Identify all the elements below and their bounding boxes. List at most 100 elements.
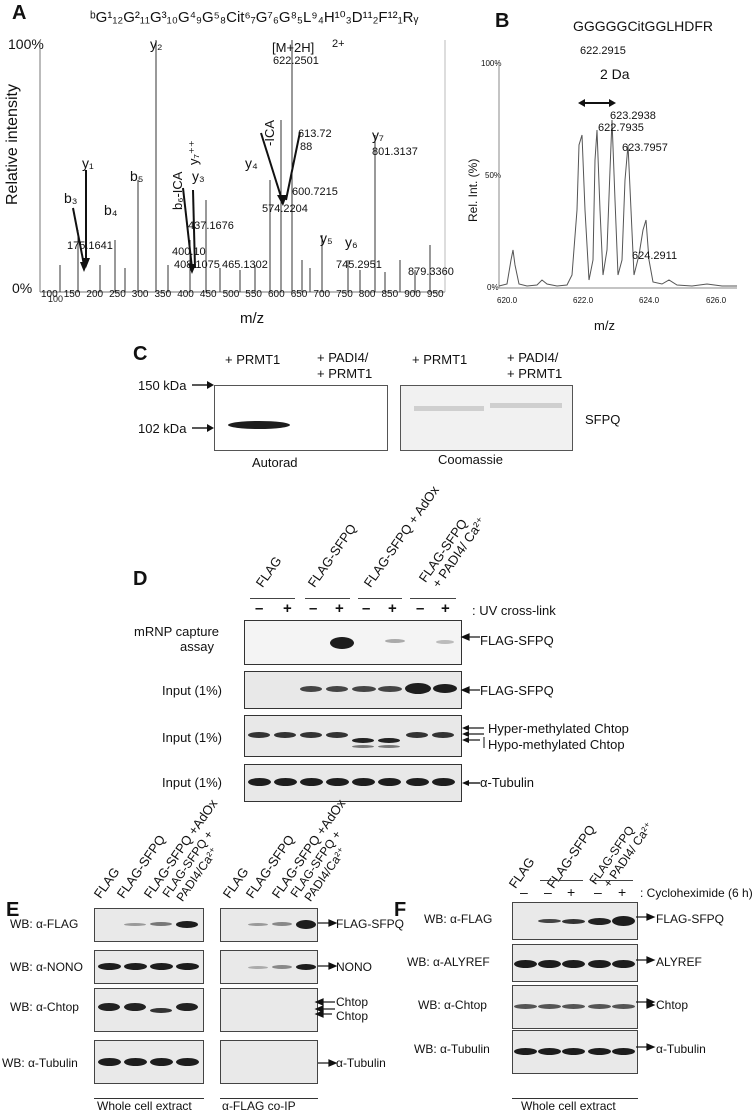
ann-y4: y₄: [245, 155, 258, 171]
e-band-wce-chtop-1: [124, 1003, 146, 1011]
f-treat: : Cycloheximide (6 h): [640, 886, 753, 900]
e-band-wce-nono-3: [176, 963, 199, 970]
peak-b-0: 622.2915: [580, 45, 626, 57]
d-row4-right: α-Tubulin: [480, 775, 534, 790]
f-sign-0: –: [520, 884, 528, 900]
d-band-mrnp-3: [436, 640, 454, 644]
ann-y6: y₆: [345, 234, 358, 250]
f-band-alyref-3: [588, 960, 611, 968]
ann-mh: [M+2H]: [272, 40, 315, 55]
d-chtop-hyper-1: [274, 732, 296, 738]
d-row1-right: FLAG-SFPQ: [480, 633, 554, 648]
y-axis-label-a: Relative intensity: [4, 84, 21, 205]
ann-437: 437.1676: [188, 220, 234, 232]
peak-b-3: 623.7957: [622, 142, 668, 154]
f-band-tub-2: [562, 1048, 585, 1055]
ms-spectrum-a: 100: [39, 40, 446, 304]
e-row4: WB: α-Tubulin: [2, 1056, 78, 1070]
d-chtop-hypo-5: [378, 738, 400, 743]
d-band-input1-b: [326, 686, 348, 692]
e-whole-line: [94, 1098, 204, 1099]
ann-745: 745.2951: [336, 259, 382, 271]
d-sign-0: –: [255, 600, 264, 617]
ann-ica: -ICA: [262, 120, 277, 146]
d-arrow-tub: [462, 780, 480, 786]
ann-600: 600.7215: [292, 186, 338, 198]
f-band-chtop-2: [562, 1004, 585, 1009]
d-row4-left: Input (1%): [162, 775, 222, 790]
e-band-wce-flag-1: [150, 922, 172, 926]
e-band-wce-tub-0: [98, 1058, 121, 1066]
f-band-flag-2: [588, 917, 611, 925]
f-band-tub-3: [588, 1048, 611, 1055]
xtick-b-3: 626.0: [706, 296, 727, 305]
y-top-label-a: 100%: [8, 36, 44, 52]
d-tubulin-band-2: [300, 778, 323, 786]
x-tick-a-16: 900: [404, 289, 421, 300]
x-axis-label-a: m/z: [240, 310, 265, 327]
e-band-ip-flag-0: [248, 922, 268, 926]
x-tick-a-7: 450: [199, 289, 217, 300]
x-tick-a-1: 150: [63, 289, 81, 300]
d-sign-6: –: [416, 600, 425, 617]
d-band-input1-a: [300, 686, 322, 692]
x-tick-a-9: 550: [245, 289, 262, 300]
d-chtop-hypo2-5: [378, 745, 400, 748]
c-coomassie: Coomassie: [438, 452, 504, 467]
ann-408: 408.1075: [174, 259, 220, 271]
e-band-wce-tub-2: [150, 1058, 173, 1066]
d-sign-line-1: [305, 598, 350, 599]
e-coip-line: [220, 1098, 318, 1099]
x-tick-a-11: 650: [290, 289, 308, 300]
d-chtop-hypo2-4: [352, 745, 374, 748]
c-mw150: 150 kDa: [138, 378, 187, 393]
e-blot-1-1: [220, 950, 318, 984]
c-col1: + PRMT1: [225, 352, 281, 367]
f-sign-2: +: [567, 884, 576, 900]
d-uv-label: : UV cross-link: [472, 603, 556, 618]
d-chtop-hyper-2: [300, 732, 322, 738]
ann-879: 879.3360: [408, 266, 454, 278]
panel-d-label: D: [133, 568, 148, 590]
e-right-4: Chtop: [336, 1009, 369, 1023]
ann-y7: y₇: [372, 127, 384, 143]
y100-b: 100%: [481, 59, 502, 68]
y-bottom-label-a: 0%: [12, 280, 33, 296]
xtick-b-1: 622.0: [573, 296, 594, 305]
xtick-b-0: 620.0: [497, 296, 518, 305]
f-band-alyref-1: [538, 960, 561, 968]
e-coip: α-FLAG co-IP: [222, 1099, 296, 1113]
panel-c-label: C: [133, 343, 148, 365]
c-mw102: 102 kDa: [138, 421, 187, 436]
x-tick-a-4: 300: [131, 289, 149, 300]
f-band-alyref-0: [514, 960, 537, 968]
autorad-band: [228, 421, 290, 429]
x-tick-a-13: 750: [336, 289, 353, 300]
f-right-3: Chtop: [656, 998, 689, 1012]
delta-label: 2 Da: [600, 66, 630, 82]
d-lane-2: FLAG-SFPQ: [304, 521, 360, 590]
d-band-input1-d: [378, 686, 402, 692]
f-right-1: FLAG-SFPQ: [656, 912, 725, 926]
x-tick-a-6: 400: [177, 289, 194, 300]
ann-y5: y₅: [320, 230, 333, 246]
panel-b-title: GGGGGCitGGLHDFR: [573, 18, 714, 34]
e-band-wce-flag-2: [176, 920, 198, 928]
d-tubulin-band-7: [432, 778, 455, 786]
f-band-alyref-4: [612, 960, 635, 968]
e-band-ip-nono-2: [296, 964, 316, 970]
x-tick-a-14: 800: [358, 289, 376, 300]
x-tick-a-2: 200: [86, 289, 104, 300]
f-row3: WB: α-Chtop: [418, 998, 487, 1012]
d-sign-4: –: [362, 600, 371, 617]
e-blot-1-3: [220, 1040, 318, 1084]
c-col2a: + PADI4/: [317, 350, 369, 365]
e-band-ip-flag-1: [272, 922, 292, 926]
d-row2-left: Input (1%): [162, 683, 222, 698]
ann-801: 801.3137: [372, 146, 418, 158]
ann-b3: b₃: [64, 190, 78, 206]
e-blot-1-2: [220, 988, 318, 1032]
y0-b: 0%: [487, 283, 499, 292]
f-band-chtop-3: [588, 1004, 611, 1009]
c-col4a: + PADI4/: [507, 350, 559, 365]
